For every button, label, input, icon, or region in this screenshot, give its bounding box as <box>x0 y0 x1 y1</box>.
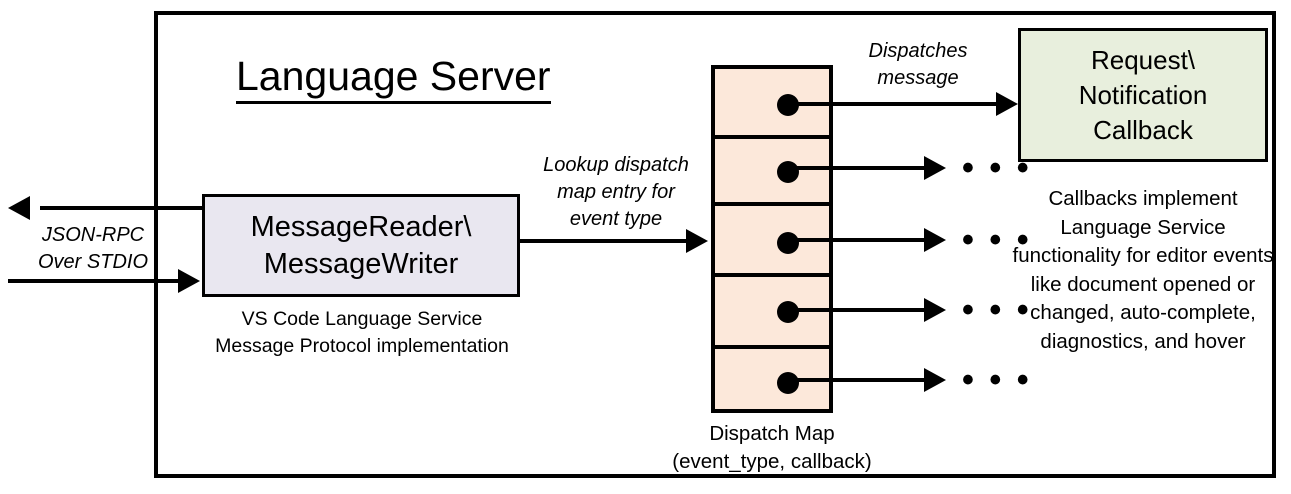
dispatch-entry-dot-icon <box>777 372 799 394</box>
outbound-arrowhead-icon <box>8 196 30 220</box>
dispatch-line-5 <box>784 378 932 382</box>
callback-box-line-2: Notification <box>1078 79 1208 110</box>
dispatch-map-caption: Dispatch Map (event_type, callback) <box>640 420 904 476</box>
dispatch-line-4 <box>784 308 932 312</box>
dispatch-ellipsis-2: • • • <box>962 149 1032 187</box>
callback-box-caption: Callbacks implement Language Service fun… <box>1012 187 1274 353</box>
dispatch-entry-dot-icon <box>777 232 799 254</box>
dispatch-line-2 <box>784 166 932 170</box>
callback-box-line-3: Callback <box>1093 114 1193 145</box>
message-box-line-2: MessageWriter <box>263 247 459 280</box>
dispatches-label: Dispatches message <box>868 40 968 89</box>
dispatch-ellipsis-5: • • • <box>962 361 1032 399</box>
page-title: Language Server <box>236 52 551 104</box>
request-notification-callback-box[interactable]: Request\ Notification Callback <box>1018 28 1268 162</box>
dispatch-arrowhead-1-icon <box>996 92 1018 116</box>
lookup-line <box>520 239 688 243</box>
dispatch-entry-dot-icon <box>777 161 799 183</box>
message-caption-line-1: VS Code Language Service <box>241 308 483 330</box>
dispatch-arrowhead-2-icon <box>924 156 946 180</box>
lookup-label: Lookup dispatch map entry for event type <box>543 154 689 230</box>
inbound-line <box>8 279 184 283</box>
dispatch-arrowhead-5-icon <box>924 368 946 392</box>
message-box-caption: VS Code Language Service Message Protoco… <box>192 306 532 360</box>
dispatch-arrowhead-4-icon <box>924 298 946 322</box>
dispatch-caption-line-2: (event_type, callback) <box>672 450 872 473</box>
dispatch-entry-dot-icon <box>777 301 799 323</box>
language-server-frame <box>154 11 1276 478</box>
outbound-line <box>40 206 202 210</box>
dispatch-line-1 <box>784 102 1008 106</box>
dispatch-map-row-4[interactable] <box>715 277 829 349</box>
lookup-arrowhead-icon <box>686 229 708 253</box>
message-caption-line-2: Message Protocol implementation <box>215 335 509 357</box>
callback-box-line-1: Request\ <box>1090 44 1196 75</box>
dispatch-line-3 <box>784 238 932 242</box>
dispatch-caption-line-1: Dispatch Map <box>709 422 835 445</box>
message-reader-writer-box[interactable]: MessageReader\ MessageWriter <box>202 194 520 297</box>
message-box-line-1: MessageReader\ <box>250 210 472 243</box>
dispatch-arrowhead-3-icon <box>924 228 946 252</box>
inbound-arrowhead-icon <box>178 269 200 293</box>
dispatch-map-row-2[interactable] <box>715 139 829 206</box>
jsonrpc-label: JSON-RPC Over STDIO <box>37 224 148 273</box>
